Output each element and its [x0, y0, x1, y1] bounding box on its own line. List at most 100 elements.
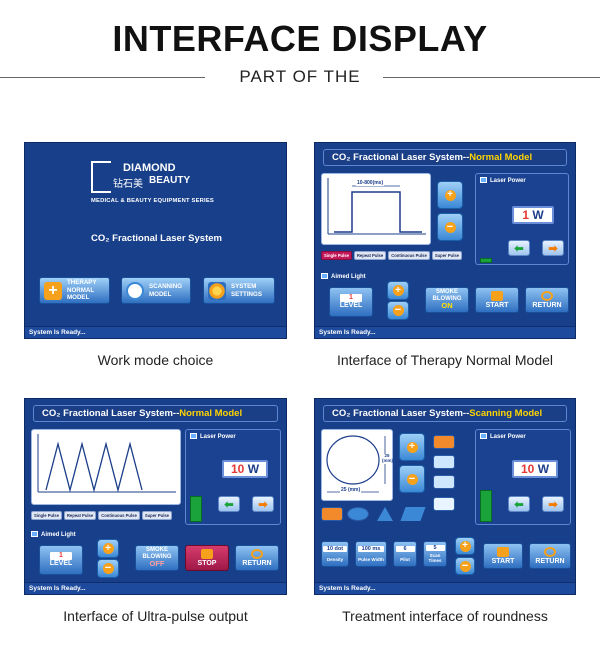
laser-power-text: Laser Power [200, 434, 236, 440]
plus-icon: + [459, 540, 471, 552]
scan-times-label: Scan Times [428, 553, 442, 563]
pulse-width-control[interactable]: 100 ms Pulse Width [355, 541, 387, 567]
scanning-model-label: SCANNING MODEL [149, 283, 183, 298]
pulse-mode-repeat[interactable]: Repeat Pulse [353, 251, 387, 260]
title-main: CO₂ Fractional Laser System-- [332, 152, 470, 163]
plus-icon: + [392, 285, 404, 296]
gear-icon [208, 281, 226, 300]
status-bar: System Is Ready... [315, 582, 575, 594]
shape-eye-icon[interactable] [433, 497, 455, 511]
title-main: CO₂ Fractional Laser System-- [42, 408, 180, 419]
plus-icon: + [44, 281, 62, 300]
stop-button[interactable]: STOP [185, 545, 229, 571]
panel-work-mode: DIAMOND 钻石美 BEAUTY MEDICAL & BEAUTY EQUI… [24, 142, 287, 339]
size-up-button[interactable]: + [399, 433, 425, 461]
pulse-width-label: Pulse Width [358, 556, 384, 562]
start-button[interactable]: START [475, 287, 519, 313]
power-unit: W [532, 208, 544, 222]
laser-power-text: Laser Power [490, 434, 526, 440]
aimed-down-button[interactable]: − [387, 301, 409, 320]
title-mode: Scanning Model [469, 408, 543, 419]
param-up-button[interactable]: + [455, 537, 475, 555]
power-decrease-button[interactable]: ⬅ [508, 496, 530, 512]
pulse-mode-repeat[interactable]: Repeat Pulse [63, 511, 97, 520]
shape-rectangle-icon[interactable] [321, 507, 343, 521]
shape-parallelogram-icon[interactable] [400, 507, 426, 521]
laser-power-text: Laser Power [490, 178, 526, 184]
pulse-mode-selector: Single Pulse Repeat Pulse Continuous Pul… [31, 511, 173, 520]
scanning-model-button[interactable]: SCANNING MODEL [121, 277, 191, 304]
power-decrease-button[interactable]: ⬅ [218, 496, 240, 512]
return-button[interactable]: RETURN [529, 543, 571, 569]
single-pulse-waveform [327, 178, 426, 235]
aimed-light-icon [31, 531, 38, 537]
pulse-width-value: 100 ms [358, 545, 384, 552]
power-level-bar [480, 258, 492, 263]
plus-icon: + [406, 441, 418, 453]
aimed-down-button[interactable]: − [97, 559, 119, 578]
shape-ellipse-icon[interactable] [347, 507, 369, 521]
start-button[interactable]: START [483, 543, 523, 569]
minus-icon: − [102, 563, 114, 574]
title-main: CO₂ Fractional Laser System-- [332, 408, 470, 419]
laser-icon [190, 433, 197, 439]
aimed-up-button[interactable]: + [387, 281, 409, 300]
shape-triangle-icon[interactable] [377, 507, 393, 521]
shape-lines-icon[interactable] [433, 455, 455, 469]
aimed-light-text: Aimed Light [331, 274, 366, 280]
system-settings-button[interactable]: SYSTEM SETTINGS [203, 277, 275, 304]
smoke-blowing-button[interactable]: SMOKE BLOWING ON [425, 287, 469, 313]
aimed-level-display: 1 LEVEL [329, 287, 373, 317]
minus-icon: − [406, 473, 418, 485]
power-increase-button[interactable]: ➡ [252, 496, 274, 512]
return-label: RETURN [242, 560, 272, 567]
param-down-button[interactable]: − [455, 557, 475, 575]
pulse-mode-super[interactable]: Super Pulse [141, 511, 173, 520]
panel-ultra-pulse: CO₂ Fractional Laser System--Normal Mode… [24, 398, 287, 595]
start-label: START [485, 302, 509, 309]
scan-times-value: 5 [425, 544, 445, 551]
aimed-level-display: 1 LEVEL [39, 545, 83, 575]
return-button[interactable]: RETURN [525, 287, 569, 313]
laser-power-label: Laser Power [480, 177, 526, 184]
scan-height: 25 (mm) [382, 453, 393, 464]
header-divider-left [0, 77, 205, 78]
power-increase-button[interactable]: ➡ [542, 496, 564, 512]
therapy-normal-label: THERAPY NORMAL MODEL [67, 279, 97, 302]
caption-ultra-pulse: Interface of Ultra-pulse output [63, 608, 248, 624]
smoke-label: SMOKE BLOWING [142, 547, 172, 560]
aimed-level-value: 1 [340, 294, 362, 302]
aimed-up-button[interactable]: + [97, 539, 119, 558]
waveform-display [31, 429, 181, 505]
shape-arrows-icon[interactable] [433, 475, 455, 489]
power-unit: W [247, 462, 260, 476]
power-increase-button[interactable]: ➡ [542, 240, 564, 256]
wave-up-button[interactable]: + [437, 181, 463, 209]
pulse-width-range: 10-800(ms) [356, 180, 385, 186]
brand-name-2: BEAUTY [149, 175, 191, 186]
caption-work-mode: Work mode choice [97, 352, 214, 368]
size-down-button[interactable]: − [399, 465, 425, 493]
wave-down-button[interactable]: − [437, 213, 463, 241]
stop-label: STOP [197, 560, 217, 567]
aimed-light-label: Aimed Light [321, 273, 366, 280]
brand-logo-icon [91, 161, 111, 193]
caption-therapy-normal: Interface of Therapy Normal Model [336, 352, 554, 368]
pulse-mode-continuous[interactable]: Continuous Pulse [98, 511, 140, 520]
power-decrease-button[interactable]: ⬅ [508, 240, 530, 256]
pulse-mode-single[interactable]: Single Pulse [321, 251, 352, 260]
brand-name-1: DIAMOND [123, 162, 176, 174]
therapy-normal-button[interactable]: + THERAPY NORMAL MODEL [39, 277, 110, 304]
pulse-mode-super[interactable]: Super Pulse [431, 251, 463, 260]
pulse-mode-single[interactable]: Single Pulse [31, 511, 62, 520]
waveform-display: 10-800(ms) [321, 173, 431, 245]
shape-square-icon[interactable] [433, 435, 455, 449]
status-bar: System Is Ready... [25, 326, 286, 338]
return-button[interactable]: RETURN [235, 545, 279, 571]
pulse-mode-continuous[interactable]: Continuous Pulse [388, 251, 430, 260]
smoke-blowing-button[interactable]: SMOKE BLOWING OFF [135, 545, 179, 571]
aimed-light-icon [321, 273, 328, 279]
